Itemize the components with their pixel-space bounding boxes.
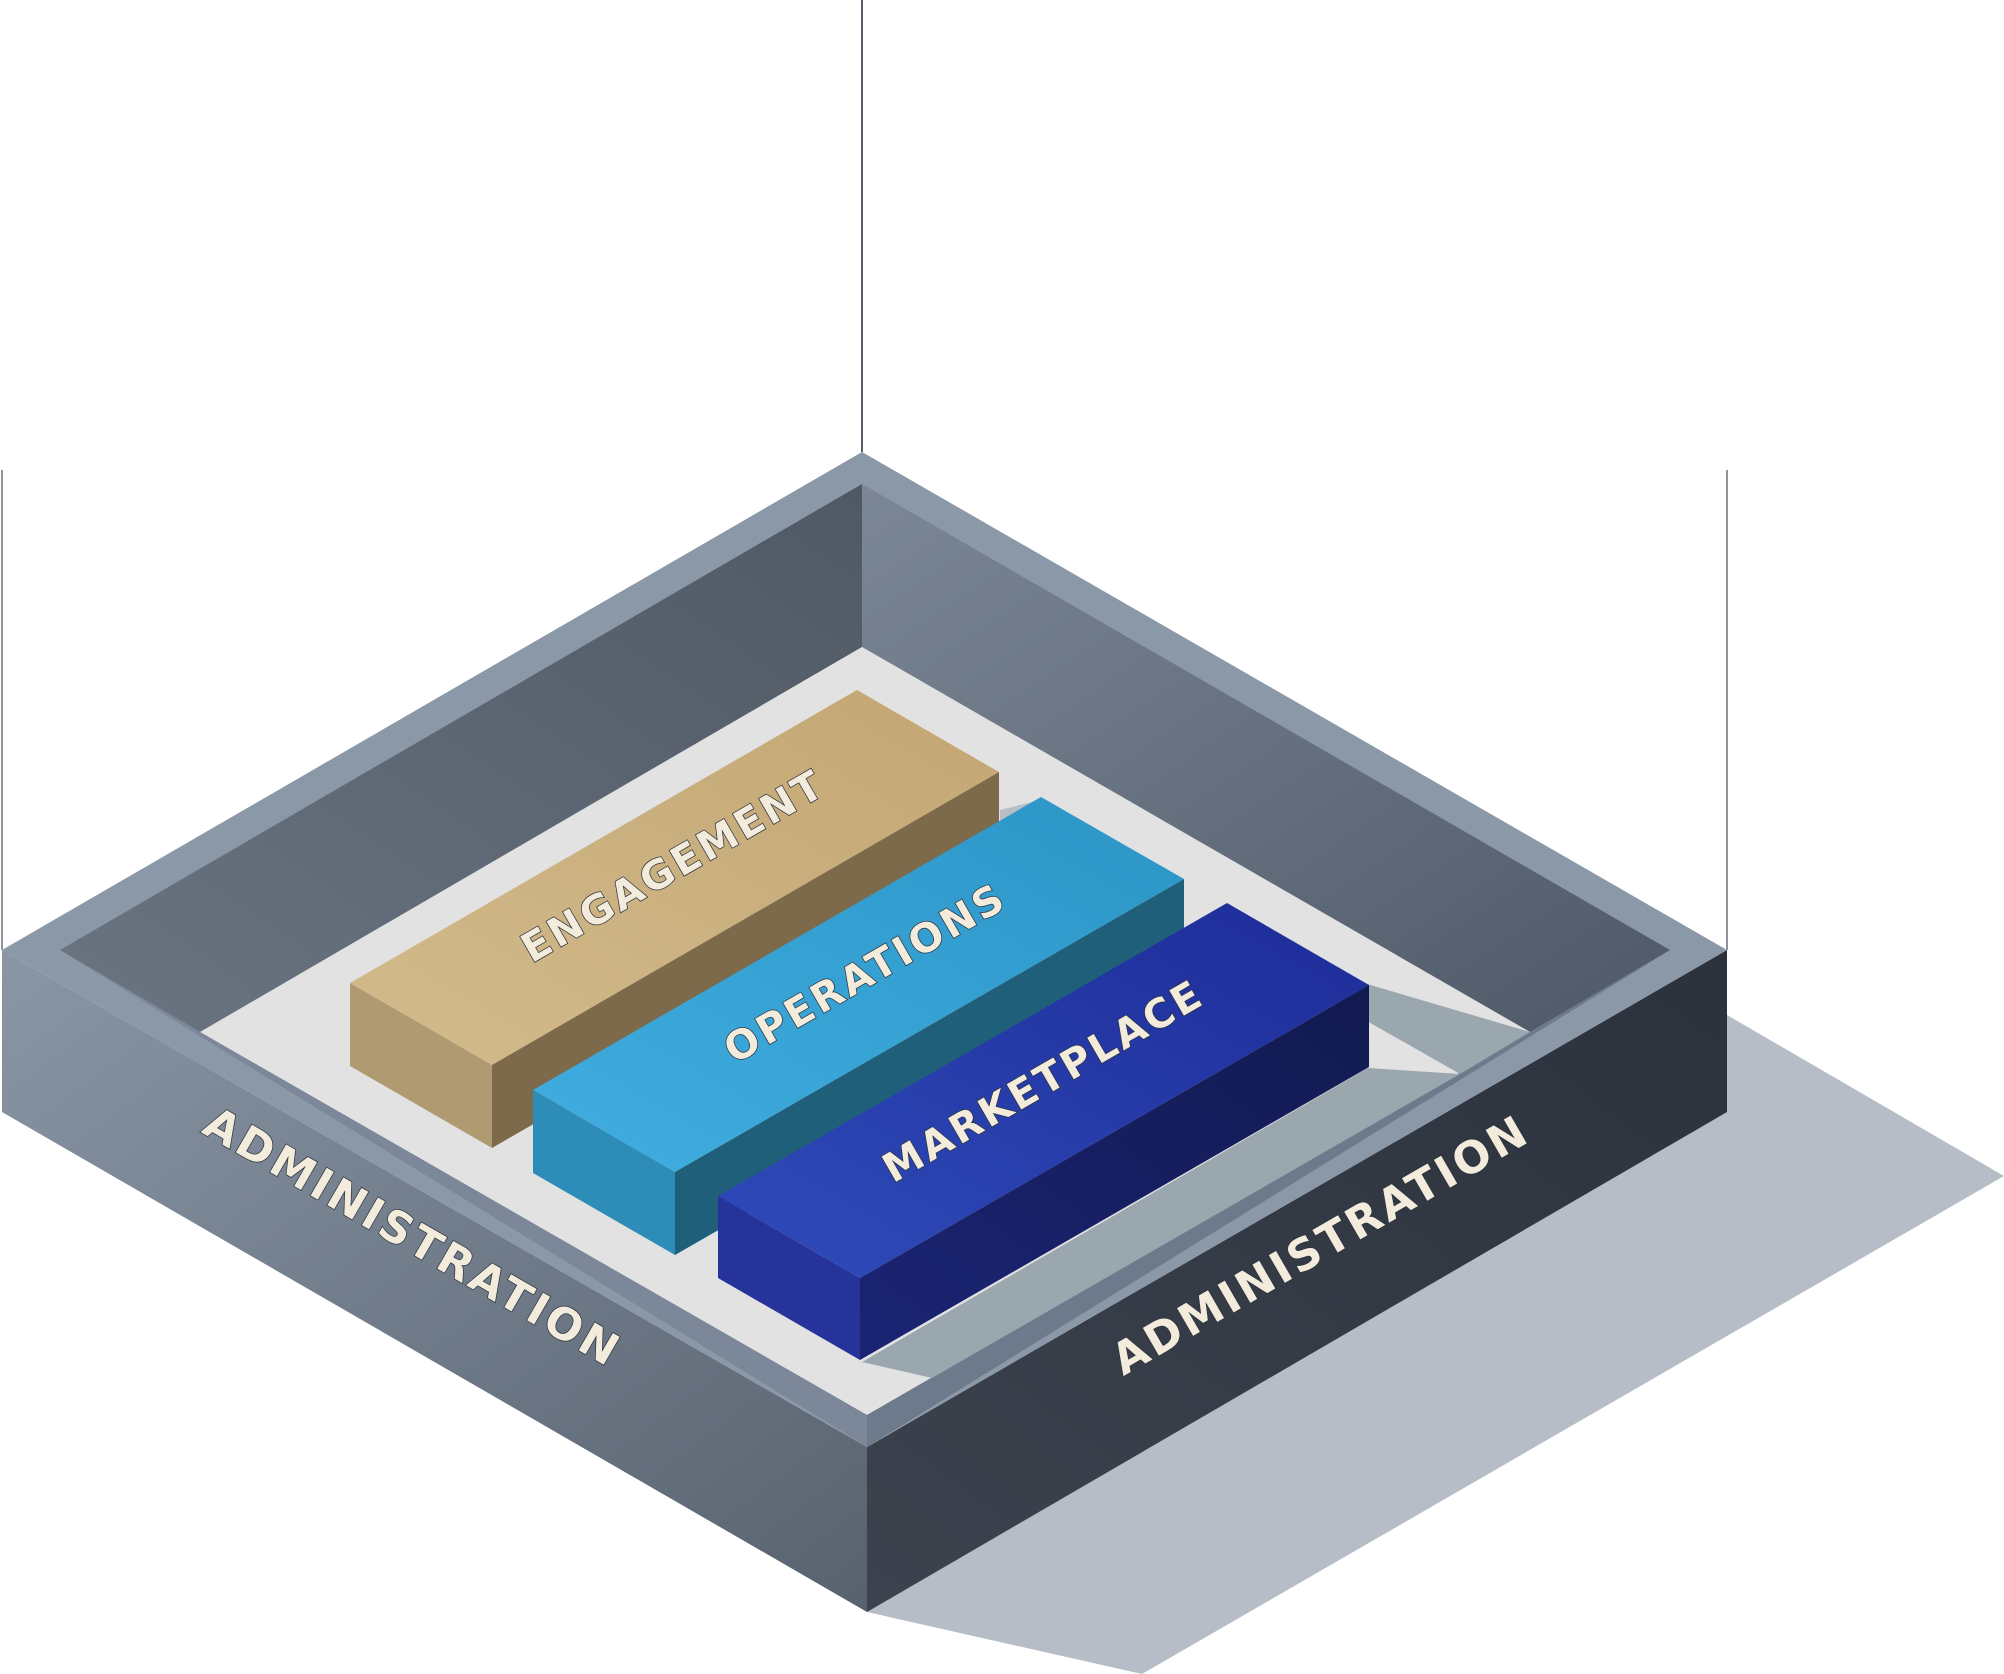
operations-top xyxy=(533,797,1184,1172)
engagement-side-left xyxy=(350,983,492,1148)
frame-inner-rim-right xyxy=(867,950,1670,1447)
operations-side-left xyxy=(533,1090,675,1255)
frame-inner-rim-left xyxy=(60,950,867,1447)
frame-inner-wall-left xyxy=(60,484,862,1032)
block-shadow-front xyxy=(862,1068,1460,1378)
block-shadow-right xyxy=(1330,984,1530,1074)
marketplace-side-left xyxy=(718,1196,860,1360)
frame-shadow xyxy=(867,1015,2004,1674)
frame-outer-right-wall xyxy=(867,950,1727,1612)
frame-inner-wall-right xyxy=(862,484,1670,1032)
engagement-top xyxy=(350,690,999,1065)
marketplace-top xyxy=(718,903,1369,1278)
frame-outer-left-wall xyxy=(2,950,867,1612)
marketplace-side-right xyxy=(860,985,1369,1360)
